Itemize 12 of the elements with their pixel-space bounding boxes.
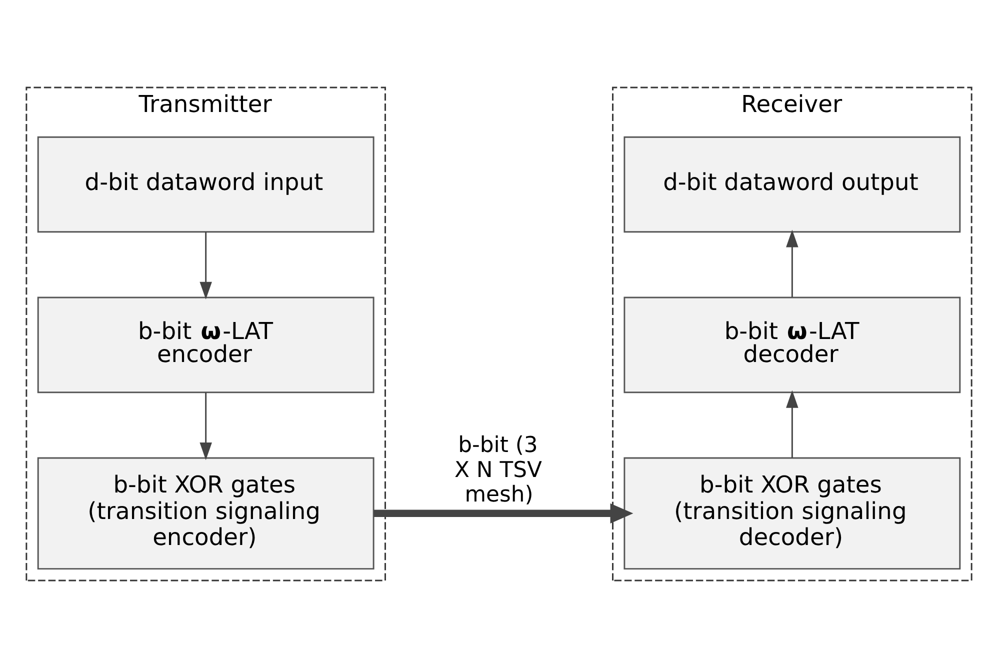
node-box: d-bit dataword input xyxy=(37,136,374,233)
edge-label: b-bit (3 X N TSV mesh) xyxy=(454,433,542,508)
node-box: b-bit ω-LAT decoder xyxy=(624,296,961,394)
node-box: b-bit XOR gates (transition signaling decoder) xyxy=(624,457,961,570)
node-box: b-bit XOR gates (transition signaling encoder) xyxy=(37,457,374,570)
arrow xyxy=(200,392,212,460)
node-box: b-bit ω-LAT encoder xyxy=(37,296,374,394)
arrow xyxy=(786,390,798,458)
arrow xyxy=(374,503,634,524)
arrow xyxy=(786,230,798,298)
node-box: d-bit dataword output xyxy=(624,136,961,233)
arrow xyxy=(200,232,212,300)
